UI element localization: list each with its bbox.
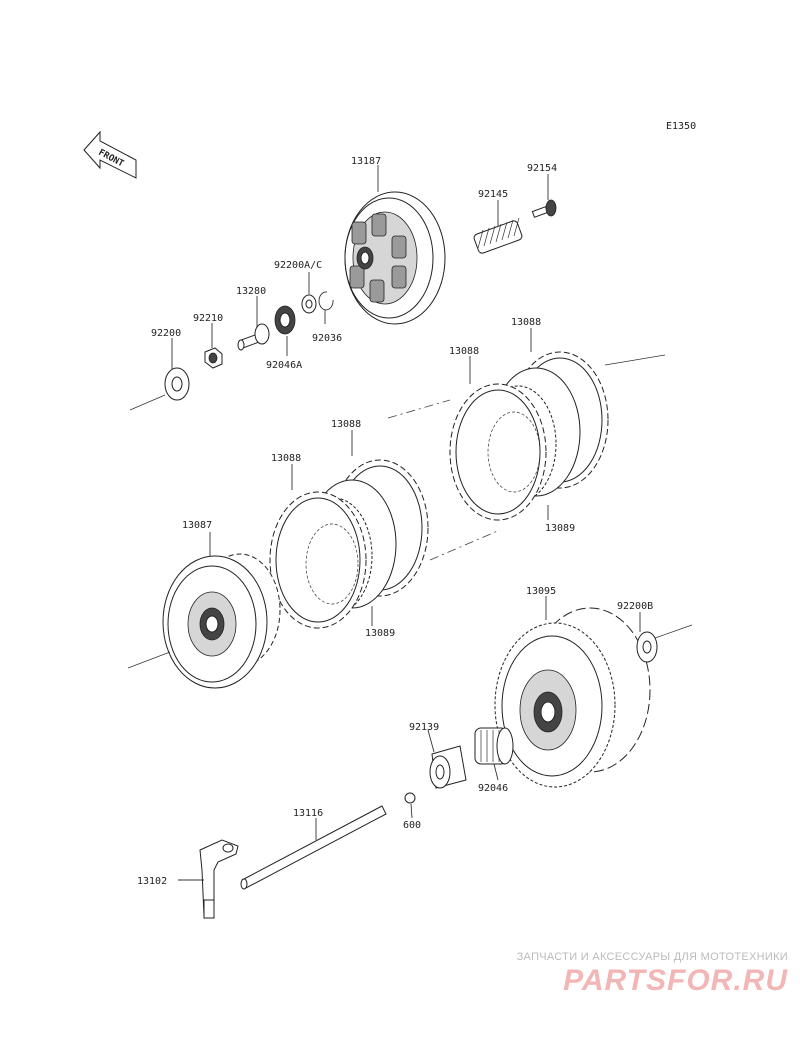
needle-bearing-92046 (474, 727, 514, 765)
label-92200ac: 92200A/C (274, 260, 322, 271)
label-92036: 92036 (312, 333, 342, 344)
label-13187: 13187 (351, 156, 381, 167)
front-arrow-icon: FRONT (83, 130, 137, 179)
label-13095: 13095 (526, 586, 556, 597)
clutch-plates-middle (269, 459, 429, 629)
label-13088-c: 13088 (331, 419, 361, 430)
washer-92200b (636, 631, 658, 663)
nut-92210 (204, 347, 223, 369)
clutch-housing-13095 (494, 607, 651, 788)
part-number-labels: 13187 92154 92145 92200A/C 13280 92210 9… (137, 156, 653, 887)
callout-leaders (171, 165, 641, 881)
label-13088-b: 13088 (449, 346, 479, 357)
pressure-plate-13187 (344, 191, 446, 325)
label-92046: 92046 (478, 783, 508, 794)
pusher-13280 (237, 323, 270, 351)
ball-600 (404, 792, 416, 804)
label-13088-d: 13088 (271, 453, 301, 464)
label-13089-a: 13089 (545, 523, 575, 534)
diagram-code: E1350 (666, 121, 696, 132)
bearing-92046a (274, 305, 296, 335)
push-rod-13116 (240, 805, 387, 890)
watermark-logo: PARTSFOR.RU (563, 964, 788, 997)
label-13102: 13102 (137, 876, 167, 887)
label-13089-b: 13089 (365, 628, 395, 639)
label-92046a: 92046A (266, 360, 302, 371)
clutch-hub-13087 (162, 553, 281, 689)
collar-92139 (429, 745, 467, 789)
washer-92200 (164, 367, 190, 401)
label-92145: 92145 (478, 189, 508, 200)
release-lever-13102 (199, 839, 239, 919)
label-13116: 13116 (293, 808, 323, 819)
label-600: 600 (403, 820, 421, 831)
circlip-92036 (318, 291, 334, 311)
label-13280: 13280 (236, 286, 266, 297)
bolt-92154 (531, 199, 557, 218)
label-92210: 92210 (193, 313, 223, 324)
label-13087: 13087 (182, 520, 212, 531)
clutch-plates-upper-right (449, 351, 609, 521)
label-13088-a: 13088 (511, 317, 541, 328)
label-92139: 92139 (409, 722, 439, 733)
label-92154: 92154 (527, 163, 557, 174)
label-92200b: 92200B (617, 601, 653, 612)
spring-92145 (473, 217, 523, 254)
label-92200: 92200 (151, 328, 181, 339)
watermark-tagline: ЗАПЧАСТИ И АКСЕССУАРЫ ДЛЯ МОТОТЕХНИКИ (516, 951, 788, 963)
